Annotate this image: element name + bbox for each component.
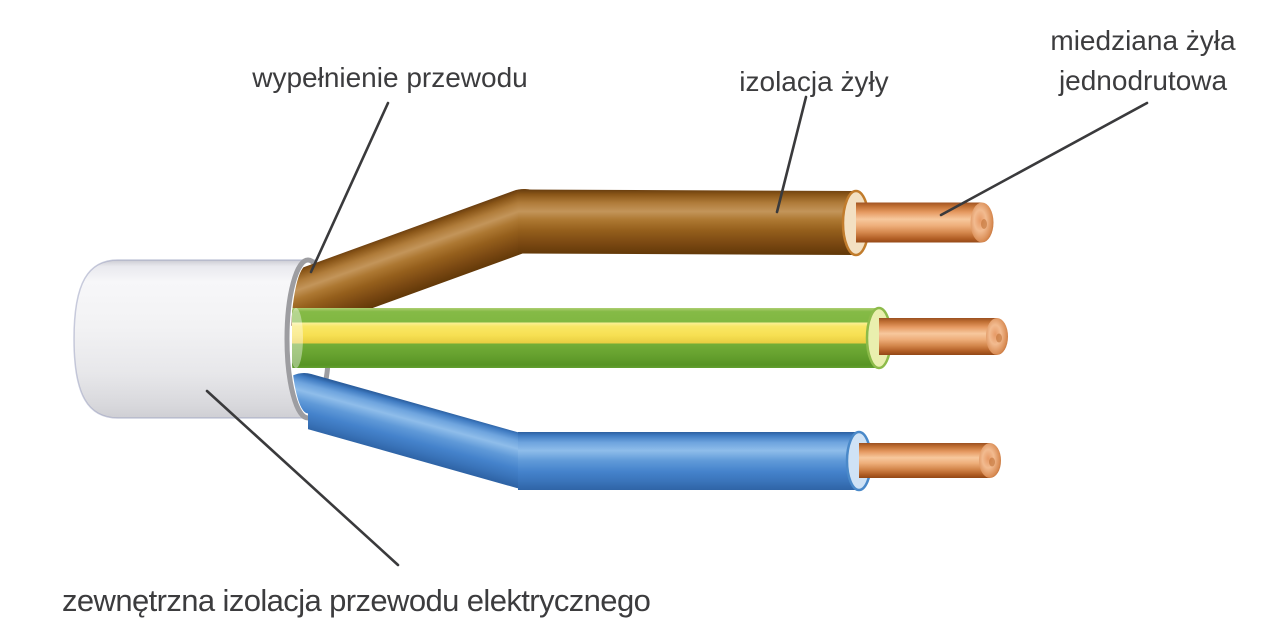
brown-wire-copper-end-dot — [981, 219, 987, 229]
brown-wire — [291, 189, 994, 330]
label-cable-filling: wypełnienie przewodu — [252, 62, 528, 93]
blue-wire — [291, 373, 1001, 492]
brown-wire-insulation — [517, 189, 857, 255]
brown-wire-insulation-diagonal — [291, 189, 555, 330]
green-wire-tip-highlight — [291, 308, 303, 368]
label-outer-insulation: zewnętrzna izolacja przewodu elektryczne… — [62, 583, 651, 618]
blue-wire-copper-end-dot — [989, 457, 995, 467]
leader-line-core-insulation — [775, 95, 808, 214]
green-yellow-wire — [291, 306, 1008, 370]
leader-line-filling — [309, 101, 390, 274]
label-copper-core: miedziana żyła jednodrutowa — [1050, 25, 1236, 96]
leader-line-outer-insulation — [205, 389, 400, 567]
green-wire-copper-end-dot — [996, 333, 1002, 343]
label-core-insulation: izolacja żyły — [739, 66, 889, 97]
blue-wire-insulation-diagonal — [291, 373, 551, 489]
leader-line-copper-core — [939, 101, 1149, 217]
cable-outer-sheath — [73, 259, 317, 419]
